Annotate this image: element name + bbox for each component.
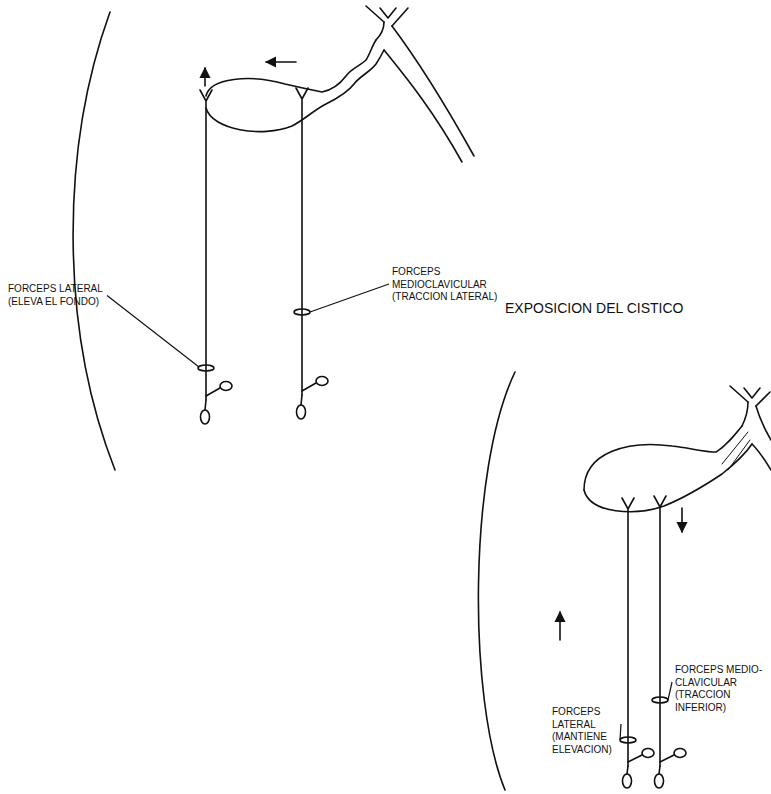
traction-arrow: [559, 612, 561, 640]
gallbladder: [584, 426, 742, 490]
common-bile-duct: [376, 22, 462, 162]
leader-line: [107, 296, 199, 368]
common-bile-duct: [742, 402, 771, 470]
forceps: [294, 88, 328, 419]
figure-title: EXPOSICION DEL CISTICO: [505, 300, 683, 316]
gallbladder: [584, 444, 752, 512]
traction-arrow: [266, 61, 296, 63]
gallbladder: [206, 50, 384, 132]
hepatic-duct: [366, 6, 408, 26]
forceps-label: FORCEPS MEDIO-CLAVICULAR (TRACCION INFER…: [675, 664, 767, 714]
abdominal-wall: [73, 12, 115, 470]
leader-line: [668, 682, 672, 700]
abdominal-wall: [478, 372, 515, 790]
common-bile-duct: [756, 406, 771, 440]
forceps: [198, 90, 232, 424]
traction-arrow: [204, 68, 206, 86]
cystic-duct: [722, 432, 750, 470]
common-bile-duct: [392, 26, 474, 156]
traction-arrow: [681, 508, 683, 532]
leader-line: [310, 284, 389, 312]
forceps-label: FORCEPS LATERAL (ELEVA EL FONDO): [8, 283, 104, 308]
forceps-label: FORCEPS MEDIOCLAVICULAR (TRACCION LATERA…: [392, 266, 510, 304]
forceps-label: FORCEPS LATERAL (MANTIENE ELEVACION): [552, 706, 618, 756]
hepatic-duct: [730, 386, 770, 406]
leader-line: [620, 724, 621, 740]
forceps: [652, 496, 686, 788]
forceps: [620, 498, 654, 788]
